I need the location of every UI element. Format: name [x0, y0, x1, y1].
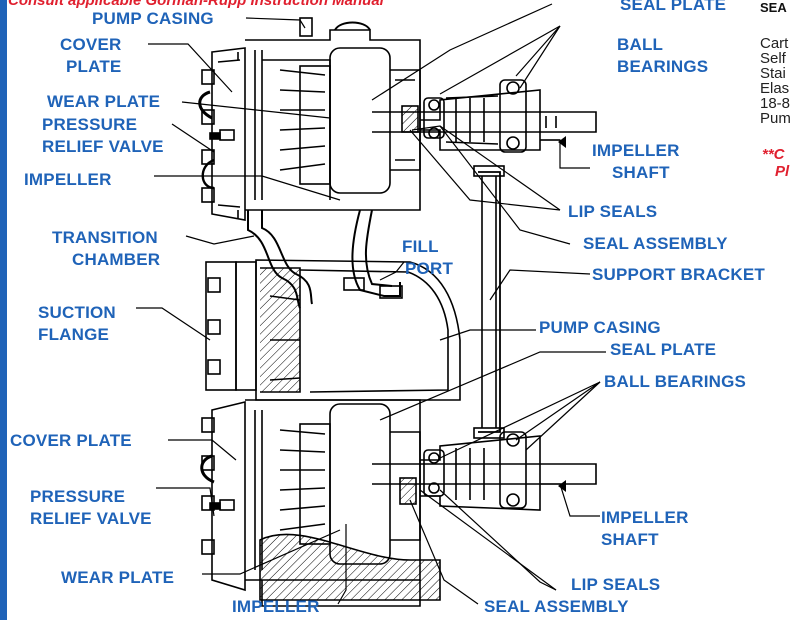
label-pressure-relief-top: RELIEF VALVE — [42, 137, 164, 156]
label-impeller-top: IMPELLER — [24, 170, 112, 189]
side-line: Stai — [760, 65, 786, 82]
label-impeller-shaft-top: IMPELLER — [592, 141, 680, 160]
top-pump-body — [198, 17, 597, 221]
label-pressure-relief-bottom: RELIEF VALVE — [30, 509, 152, 528]
label-transition-chamber: CHAMBER — [72, 250, 161, 269]
label-pump-casing-bottom: PUMP CASING — [539, 318, 661, 337]
label-seal-assembly-top: SEAL ASSEMBLY — [583, 234, 728, 253]
label-cover-plate-top: COVER — [60, 35, 122, 54]
label-seal-assembly-bottom: SEAL ASSEMBLY — [484, 597, 629, 616]
label-seal-plate-top: SEAL PLATE — [620, 0, 727, 14]
label-ball-bearings-top: BEARINGS — [617, 57, 709, 76]
label-impeller-bottom: IMPELLER — [232, 597, 320, 616]
label-cover-plate-top: PLATE — [66, 57, 122, 76]
label-suction-flange: FLANGE — [38, 325, 110, 344]
label-support-bracket: SUPPORT BRACKET — [592, 265, 766, 284]
suction-flange-shape — [205, 259, 461, 401]
label-impeller-shaft-top: SHAFT — [612, 163, 670, 182]
side-note: Pl — [775, 163, 790, 180]
top-note: Consult applicable Gorman-Rupp Instructi… — [8, 0, 384, 9]
label-fill-port: PORT — [405, 259, 454, 278]
side-line: Pum — [760, 110, 791, 127]
side-note: **C — [762, 146, 785, 163]
label-fill-port: FILL — [402, 237, 439, 256]
label-ball-bearings-top: BALL — [617, 35, 664, 54]
label-ball-bearings-bottom: BALL BEARINGS — [604, 372, 747, 391]
side-line: Cart — [760, 35, 789, 52]
leader-lines — [136, 3, 606, 605]
label-pressure-relief-bottom: PRESSURE — [30, 487, 126, 506]
label-impeller-shaft-bottom: SHAFT — [601, 530, 659, 549]
left-accent-bar — [0, 0, 7, 620]
side-line: Elas — [760, 80, 790, 97]
side-line: 18-8 — [760, 95, 791, 112]
label-pressure-relief-top: PRESSURE — [42, 115, 138, 134]
label-impeller-shaft-bottom: IMPELLER — [601, 508, 689, 527]
label-wear-plate-top: WEAR PLATE — [47, 92, 161, 111]
support-bracket-shape — [473, 165, 505, 439]
label-suction-flange: SUCTION — [38, 303, 116, 322]
label-wear-plate-bottom: WEAR PLATE — [61, 568, 175, 587]
label-seal-plate-bottom: SEAL PLATE — [610, 340, 717, 359]
side-header: SEA — [760, 0, 787, 15]
label-lip-seals-bottom: LIP SEALS — [571, 575, 661, 594]
label-transition-chamber: TRANSITION — [52, 228, 158, 247]
label-pump-casing-top: PUMP CASING — [92, 9, 214, 28]
label-lip-seals-top: LIP SEALS — [568, 202, 658, 221]
side-line: Self — [760, 50, 786, 67]
bottom-pump-body — [200, 399, 597, 607]
label-cover-plate-bottom: COVER PLATE — [10, 431, 132, 450]
